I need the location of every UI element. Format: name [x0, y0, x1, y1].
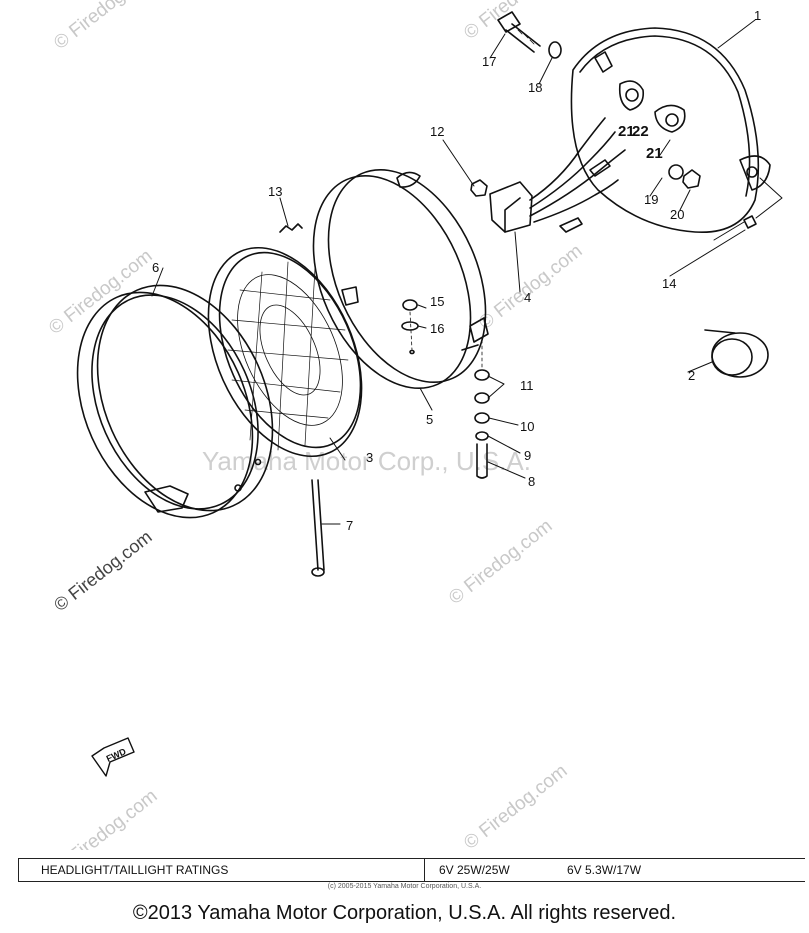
part-12-nut	[470, 179, 488, 197]
part-1-case	[570, 27, 771, 233]
part-17-bolt	[497, 11, 541, 53]
watermark: © Firedog.com	[445, 516, 556, 609]
callout-5: 5	[426, 412, 433, 427]
callout-13: 13	[268, 184, 282, 199]
part-14-screw	[743, 215, 757, 229]
callout-14: 14	[662, 276, 676, 291]
callout-16: 16	[430, 321, 444, 336]
callout-8: 8	[528, 474, 535, 489]
callout-2: 2	[688, 368, 695, 383]
ratings-label: HEADLIGHT/TAILLIGHT RATINGS	[19, 859, 425, 881]
part-18-washer	[548, 41, 562, 59]
ratings-value-taillight: 6V 5.3W/17W	[567, 863, 642, 877]
callout-20: 20	[670, 207, 684, 222]
callout-19: 19	[644, 192, 658, 207]
watermark: © Firedog.com	[475, 241, 586, 334]
callout-4: 4	[524, 290, 531, 305]
callout-18: 18	[528, 80, 542, 95]
callout-10: 10	[520, 419, 534, 434]
watermark: © Firedog.com	[50, 786, 161, 850]
callout-11: 11	[520, 378, 534, 393]
callout-22b: 22	[632, 123, 649, 140]
fwd-arrow	[91, 737, 135, 777]
copyright-notice: ©2013 Yamaha Motor Corporation, U.S.A. A…	[132, 902, 677, 924]
leader-lines	[151, 19, 756, 525]
callout-7: 7	[346, 518, 353, 533]
watermark: © Firedog.com	[460, 761, 571, 850]
watermark: © Firedog.com	[50, 527, 156, 616]
small-copyright: (c) 2005-2015 Yamaha Motor Corporation, …	[327, 883, 482, 890]
callout-15: 15	[430, 294, 444, 309]
part-2-grommet	[704, 329, 769, 378]
small-hardware	[401, 299, 490, 479]
ratings-value-headlight: 6V 25W/25W	[439, 863, 510, 877]
exploded-parts-diagram: © Firedog.com © Firedog.com © Firedog.co…	[45, 0, 783, 850]
part-3-lens	[207, 246, 363, 458]
callout-17: 17	[482, 54, 496, 69]
callout-12: 12	[430, 124, 444, 139]
callout-6: 6	[152, 260, 159, 275]
callout-9: 9	[524, 448, 531, 463]
watermark: © Firedog.com	[50, 0, 161, 54]
part-6-rim	[76, 284, 274, 519]
fwd-label: FWD	[105, 746, 128, 764]
callout-1: 1	[754, 8, 761, 23]
callout-22a: 21	[618, 123, 635, 140]
part-4-socket	[489, 117, 626, 233]
callout-21: 21	[646, 145, 663, 162]
callout-3: 3	[366, 450, 373, 465]
part-7-screw	[311, 479, 325, 577]
part-13-clip	[279, 223, 303, 233]
ratings-table: HEADLIGHT/TAILLIGHT RATINGS 6V 25W/25W 6…	[18, 858, 805, 882]
part-5-ring	[312, 168, 489, 390]
callout-labels: 1 17 18 12 21 22 21 13 19 20 6 14 4 15 1…	[105, 8, 761, 764]
